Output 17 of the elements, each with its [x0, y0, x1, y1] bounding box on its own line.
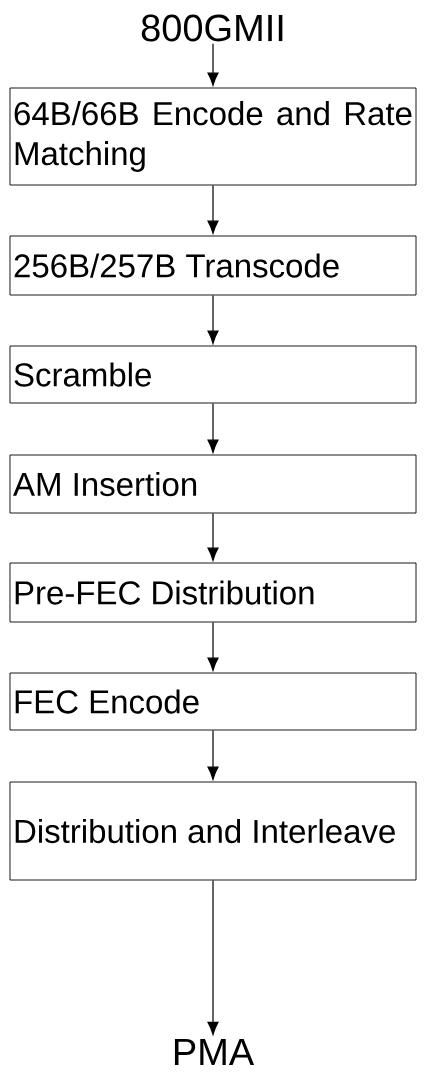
label-text: PMA: [174, 1038, 255, 1066]
process-box: Pre-FEC Distribution: [9, 562, 417, 623]
process-box: Distribution and Interleave: [9, 781, 417, 881]
label-text: 800GMII: [141, 14, 283, 42]
arrow: [207, 621, 219, 671]
process-box: 64B/66B Encode and Rate Matching: [9, 87, 417, 186]
arrow: [207, 512, 219, 561]
arrow: [207, 879, 219, 1035]
process-box: Scramble: [9, 345, 417, 404]
arrow: [207, 402, 219, 453]
arrow: [207, 184, 219, 234]
process-box: 256B/257B Transcode: [9, 235, 417, 296]
process-box: FEC Encode: [9, 672, 417, 731]
process-box: AM Insertion: [9, 454, 417, 514]
arrow: [207, 43, 219, 86]
arrow: [207, 294, 219, 344]
arrow: [207, 729, 219, 780]
